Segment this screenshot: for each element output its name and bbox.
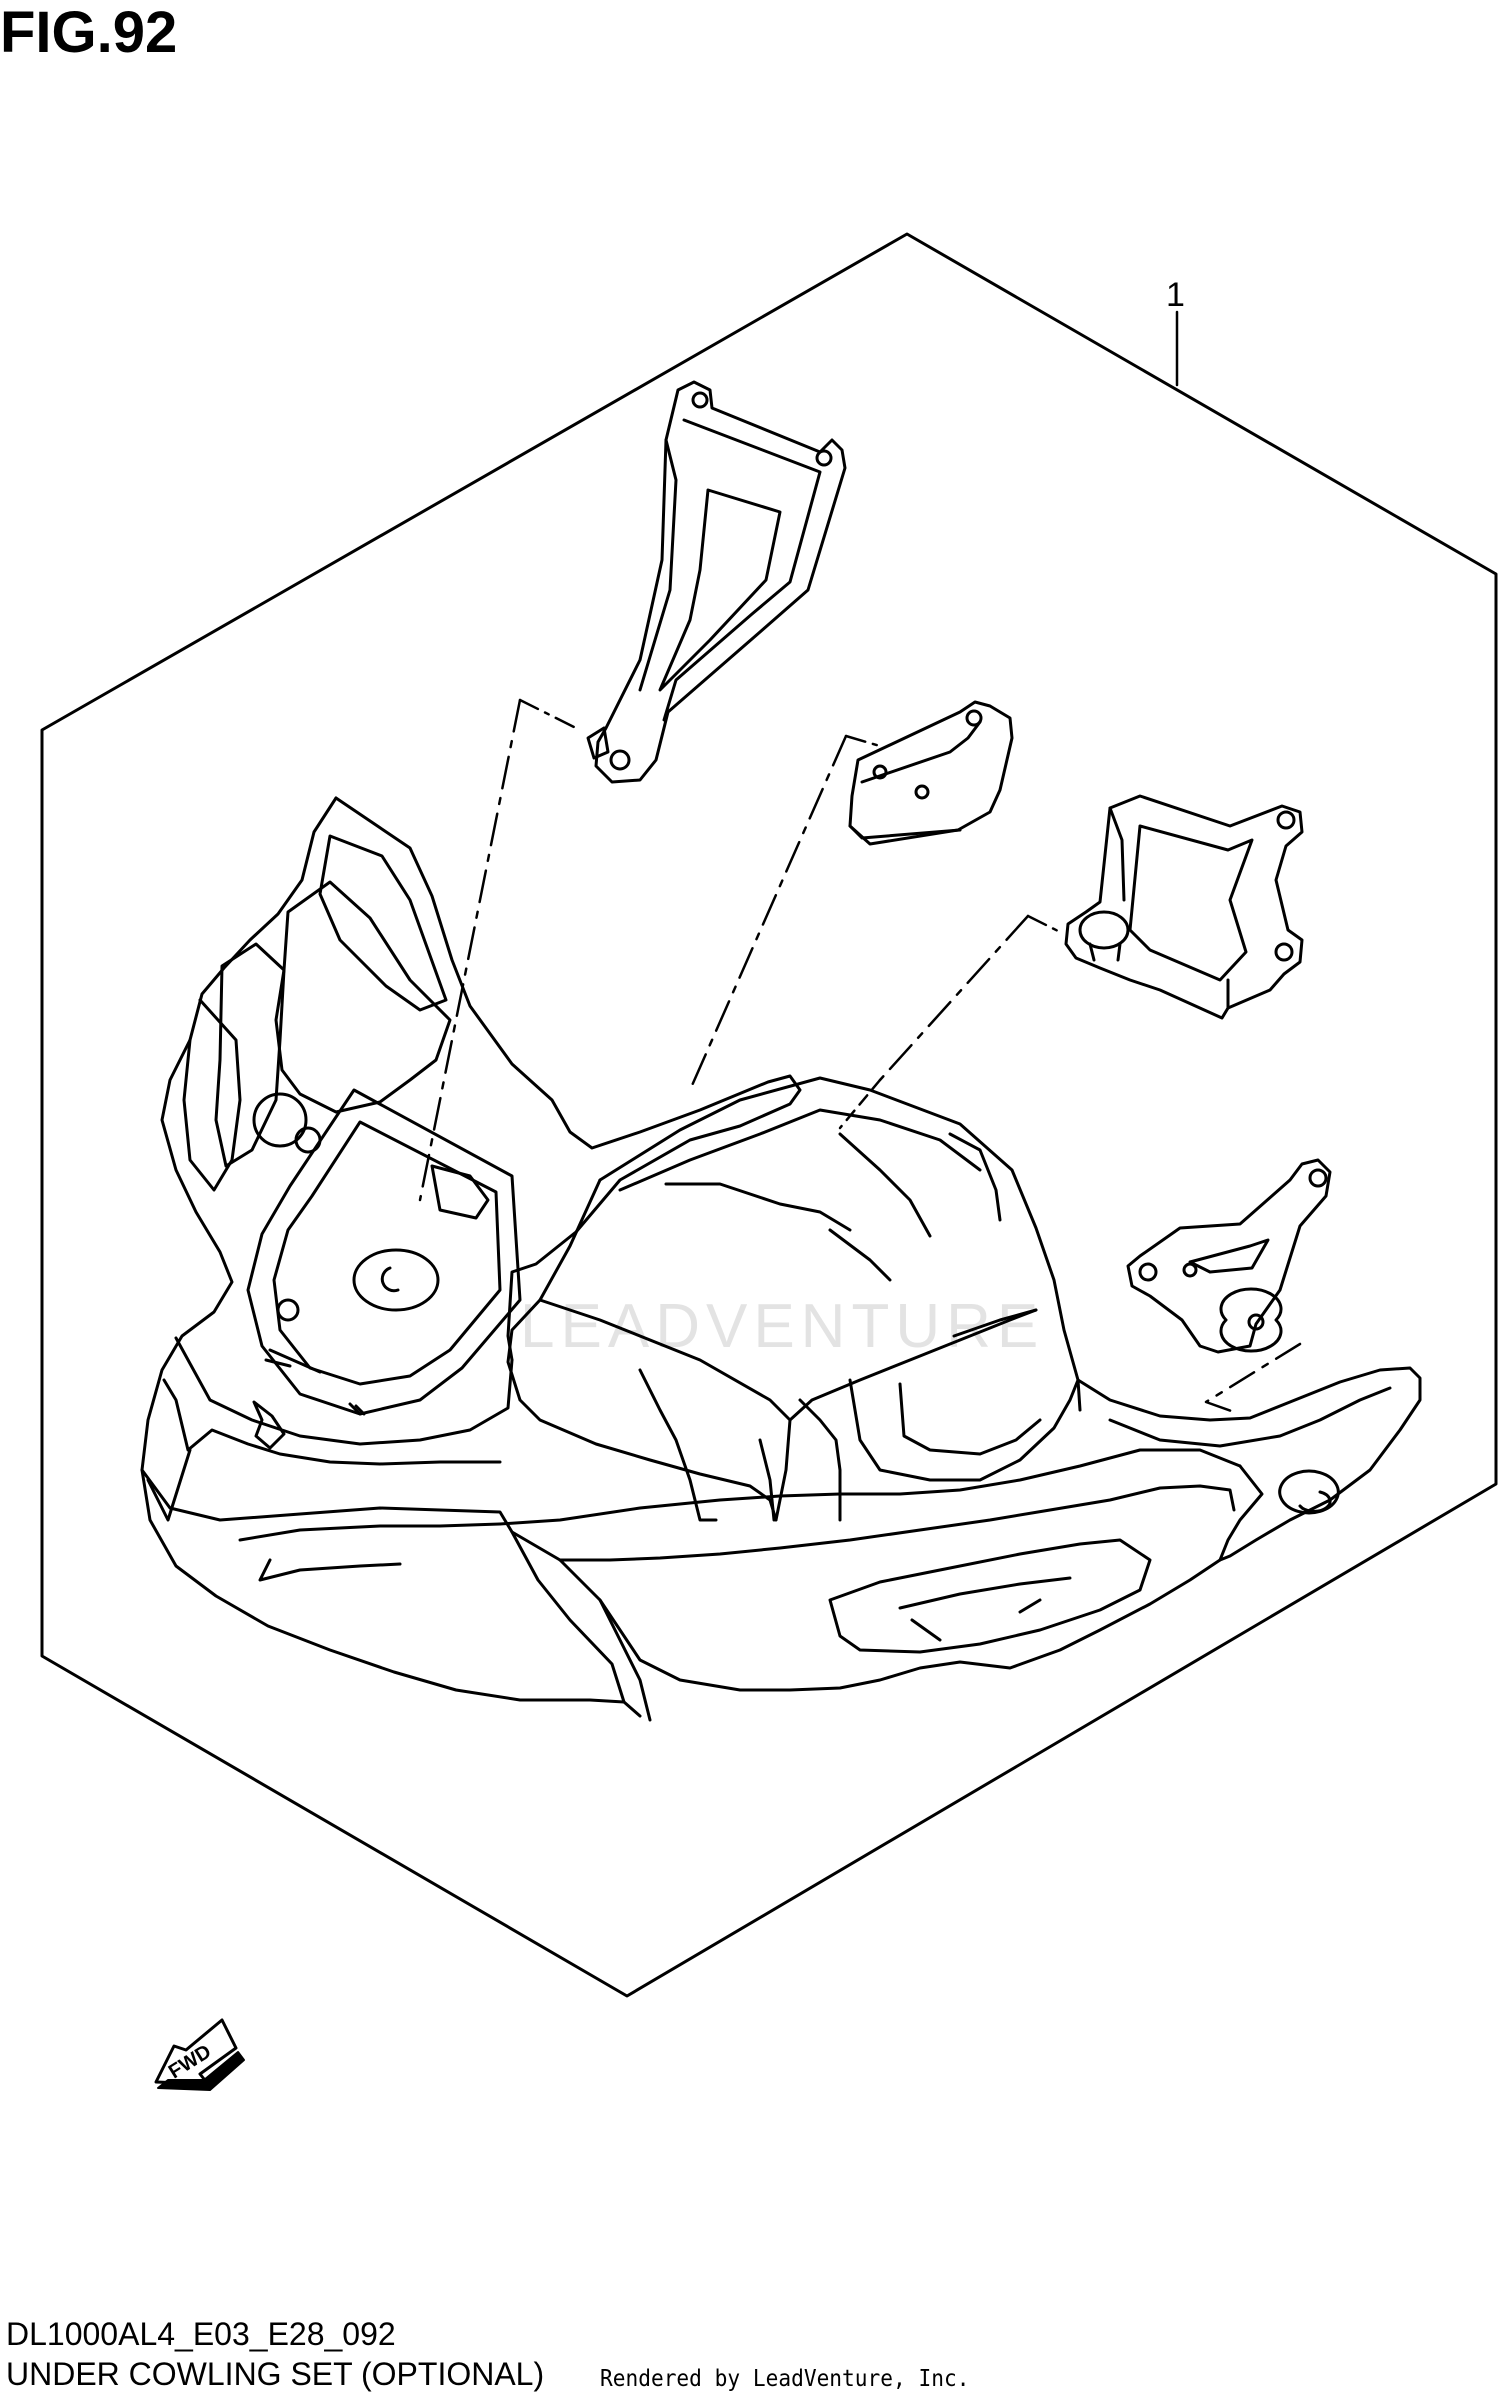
bracket-right-lower <box>1126 1158 1332 1354</box>
drawing-caption: UNDER COWLING SET (OPTIONAL) <box>6 2356 545 2392</box>
set-boundary-hexagon <box>40 232 1498 1998</box>
rendered-by-credit: Rendered by LeadVenture, Inc. <box>600 2366 970 2392</box>
callout-1-label: 1 <box>1166 276 1185 314</box>
bracket-upper-left <box>586 380 847 784</box>
under-cowling-body <box>140 796 1422 1722</box>
bracket-right-frame <box>1064 794 1304 1020</box>
drawing-code: DL1000AL4_E03_E28_092 <box>6 2316 396 2352</box>
bracket-small-plate <box>848 700 1014 846</box>
fwd-arrow-icon: FWD <box>154 2018 245 2091</box>
watermark: LEADVENTURE <box>520 1292 1045 1361</box>
assembly-leader-lines <box>418 698 1302 1414</box>
figure-title: FIG.92 <box>0 0 178 65</box>
